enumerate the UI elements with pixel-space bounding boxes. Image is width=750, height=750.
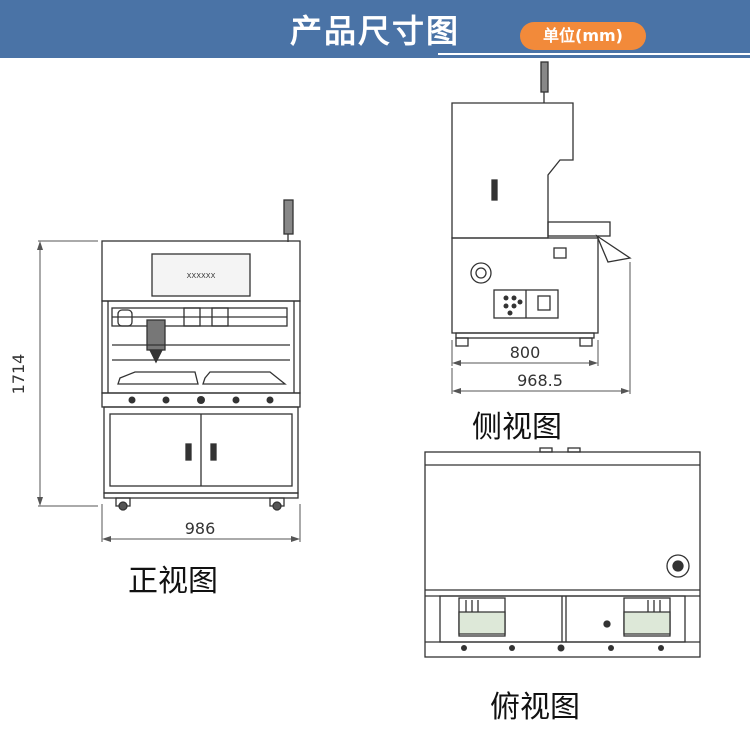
header-divider <box>438 53 750 55</box>
front-height-dimension: 1714 <box>9 354 28 395</box>
side-view-label: 侧视图 <box>472 410 562 445</box>
side-depth-dimension: 800 <box>510 343 541 362</box>
top-view-label: 俯视图 <box>490 690 580 725</box>
header-bar: 产品尺寸图 单位(mm) <box>0 0 750 58</box>
page-title: 产品尺寸图 <box>289 12 460 50</box>
side-overall-depth-dimension: 968.5 <box>517 371 563 390</box>
top-view-drawing <box>424 447 701 658</box>
front-view-label: 正视图 <box>128 564 218 599</box>
unit-badge: 单位(mm) <box>520 22 646 50</box>
side-view-drawing <box>451 61 632 394</box>
front-width-dimension: 986 <box>185 519 216 538</box>
front-view-drawing <box>37 199 301 542</box>
front-screen-text: XXXXXX <box>187 272 216 280</box>
